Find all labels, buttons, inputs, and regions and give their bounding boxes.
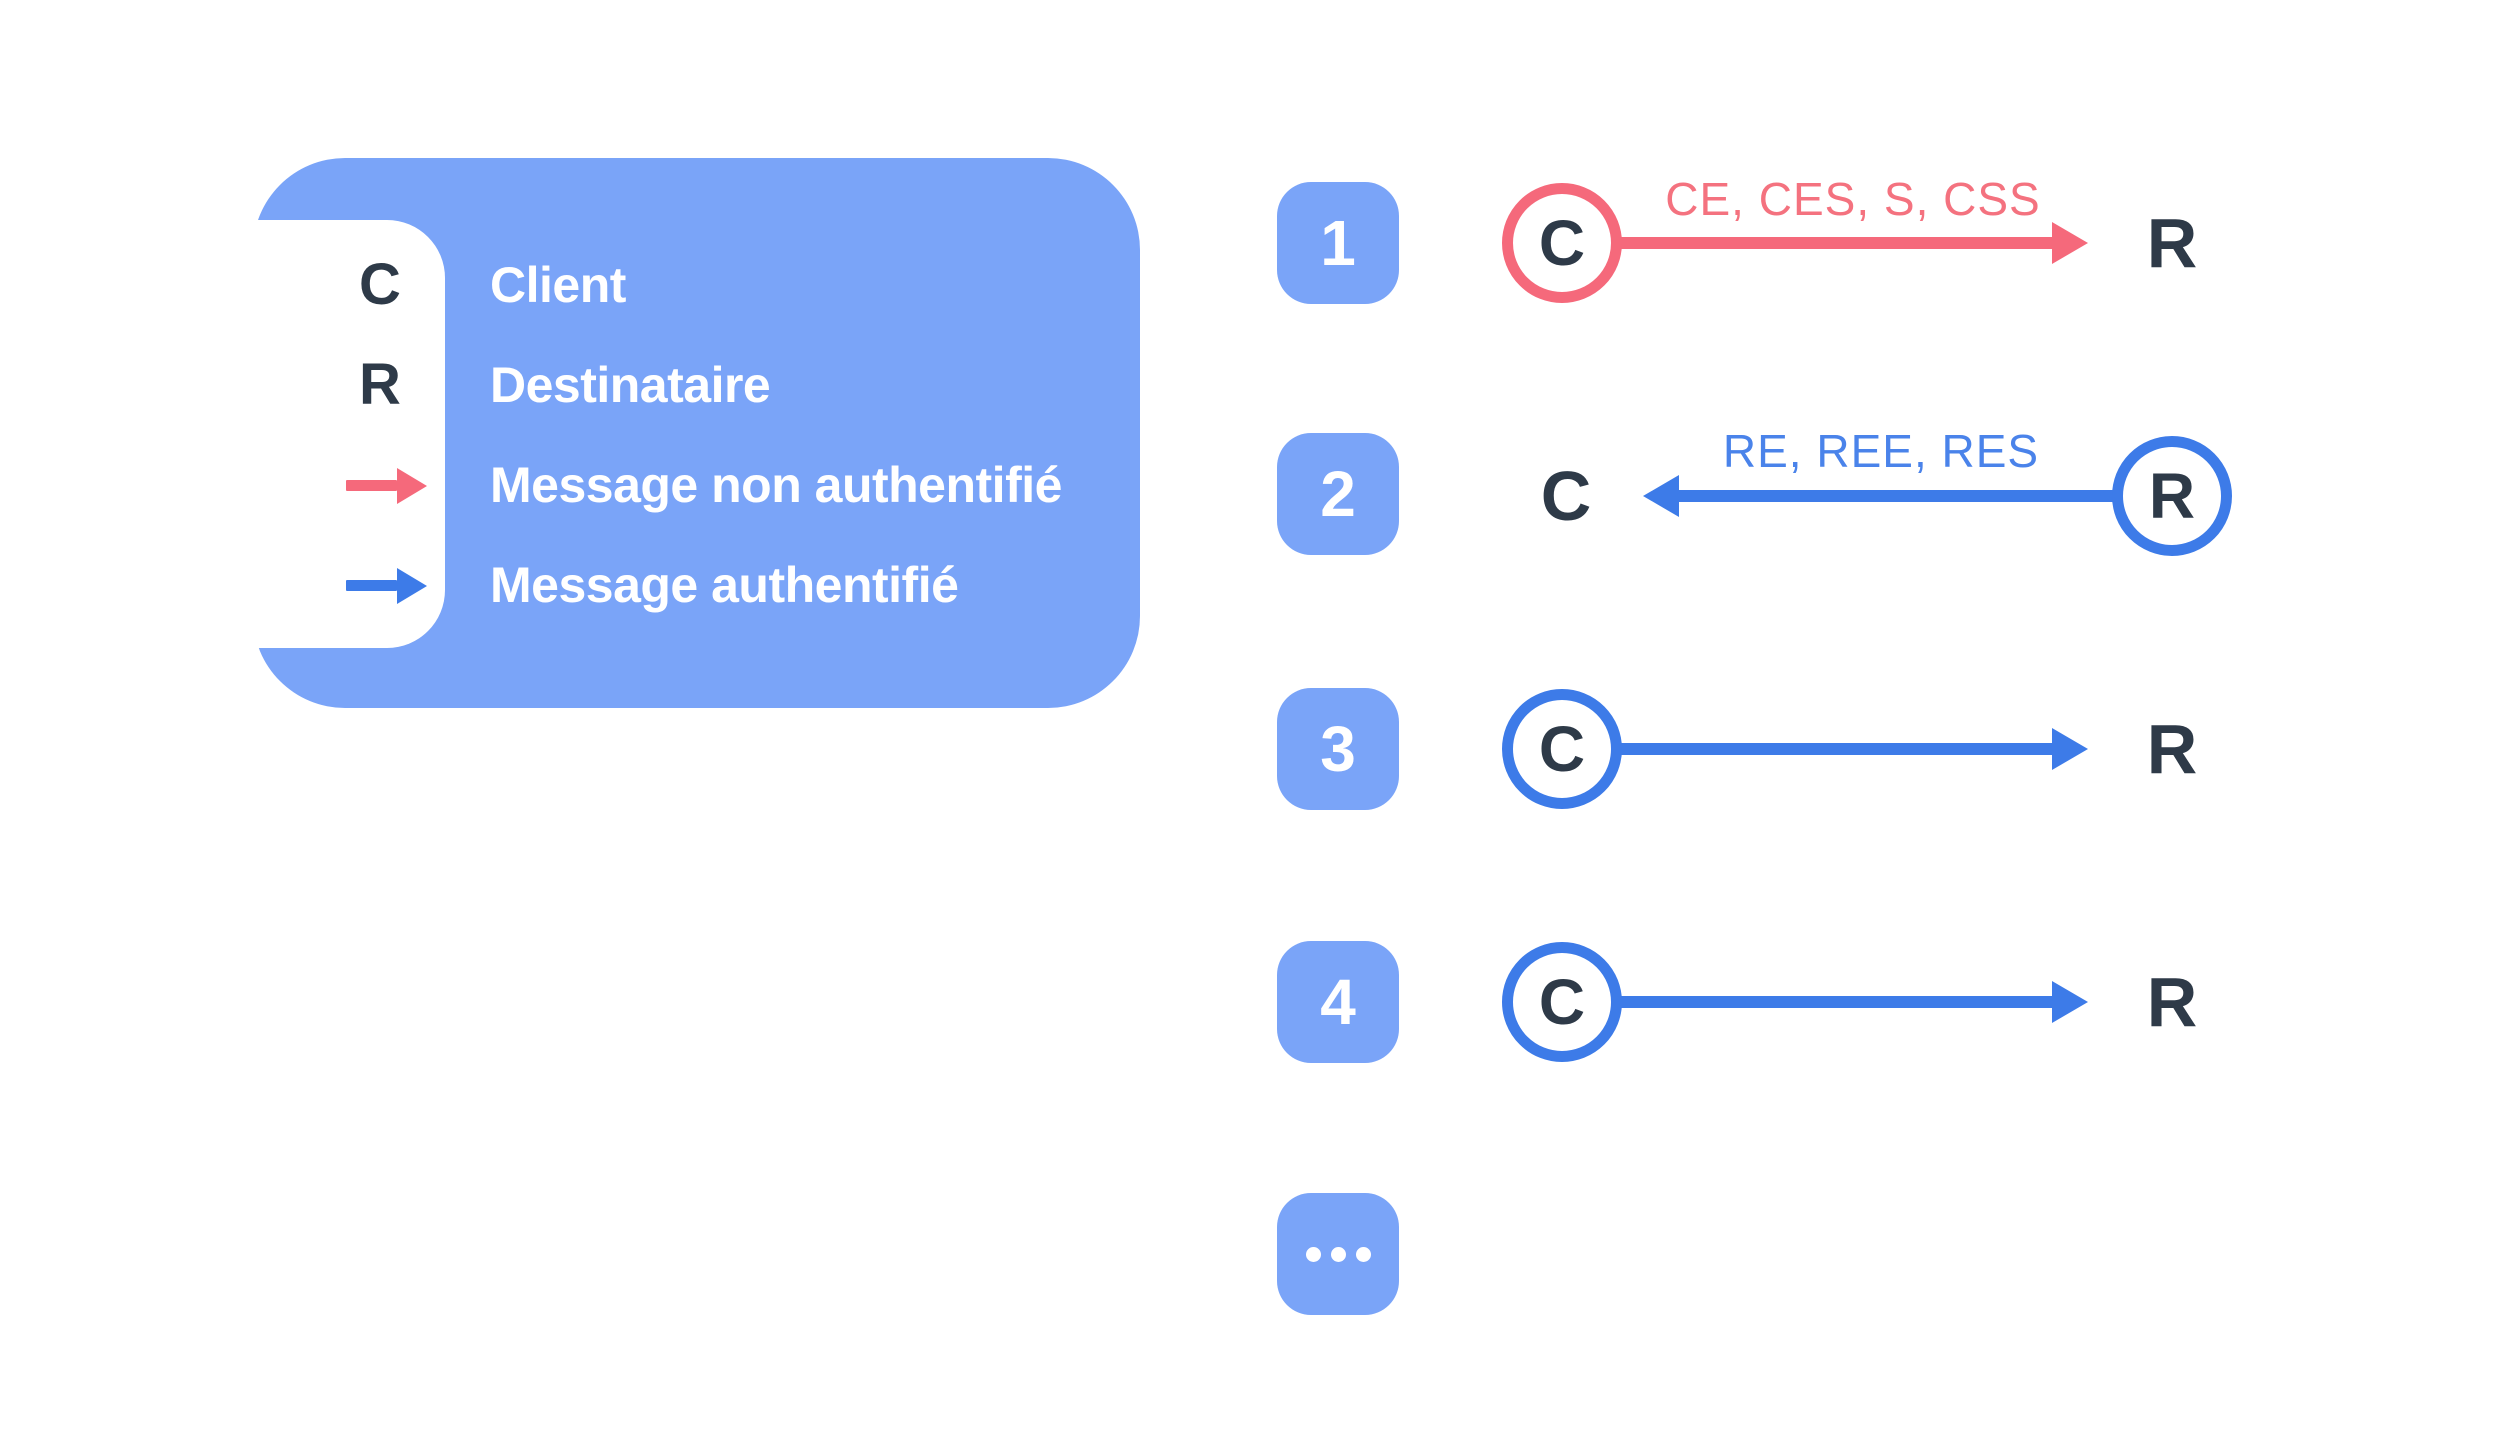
message-arrow-line (1679, 490, 2119, 502)
client-node-circled: C (1502, 183, 1622, 303)
ellipsis-icon (1305, 1246, 1371, 1262)
step-badge-4: 4 (1277, 941, 1399, 1063)
client-node-circled: C (1502, 689, 1622, 809)
recipient-node-circled: R (2112, 436, 2232, 556)
arrowhead-right-icon (397, 568, 427, 604)
step-badge-3: 3 (1277, 688, 1399, 810)
arrowhead-right-icon (2052, 222, 2088, 264)
step-badge-2: 2 (1277, 433, 1399, 555)
client-node-circled: C (1502, 942, 1622, 1062)
legend-label-destinataire: Destinataire (490, 357, 771, 413)
arrowhead-right-icon (2052, 981, 2088, 1023)
legend-label-message-non-authentifie: Message non authentifié (490, 457, 1062, 513)
legend-box: C R Client Destinataire Message non auth… (253, 158, 1140, 708)
step-number: 4 (1320, 966, 1356, 1038)
client-letter: C (1538, 966, 1586, 1038)
arrowhead-left-icon (1643, 475, 1679, 517)
step-number: 2 (1320, 458, 1356, 530)
arrowhead-right-icon (397, 468, 427, 504)
message-label-step1: CE, CES, S, CSS (1665, 173, 2041, 225)
step-badge-1: 1 (1277, 182, 1399, 304)
arrow-line (346, 480, 397, 491)
client-node: C (1540, 457, 1592, 535)
arrow-line (346, 580, 397, 591)
recipient-node: R (2146, 204, 2198, 282)
legend-client-symbol: C (359, 252, 401, 317)
arrowhead-right-icon (2052, 728, 2088, 770)
client-letter: C (1538, 207, 1586, 279)
message-label-step2: RE, REE, RES (1722, 425, 2040, 477)
recipient-letter: R (2148, 460, 2196, 532)
client-letter: C (1538, 713, 1586, 785)
legend-label-client: Client (490, 257, 626, 313)
legend-label-message-authentifie: Message authentifié (490, 557, 959, 613)
message-arrow-line (1610, 237, 2052, 249)
recipient-node: R (2146, 710, 2198, 788)
step-number: 3 (1320, 713, 1356, 785)
legend-recipient-symbol: R (359, 352, 401, 417)
recipient-node: R (2146, 963, 2198, 1041)
message-arrow-line (1610, 996, 2052, 1008)
step-number: 1 (1320, 207, 1356, 279)
step-badge-ellipsis (1277, 1193, 1399, 1315)
message-arrow-line (1610, 743, 2052, 755)
